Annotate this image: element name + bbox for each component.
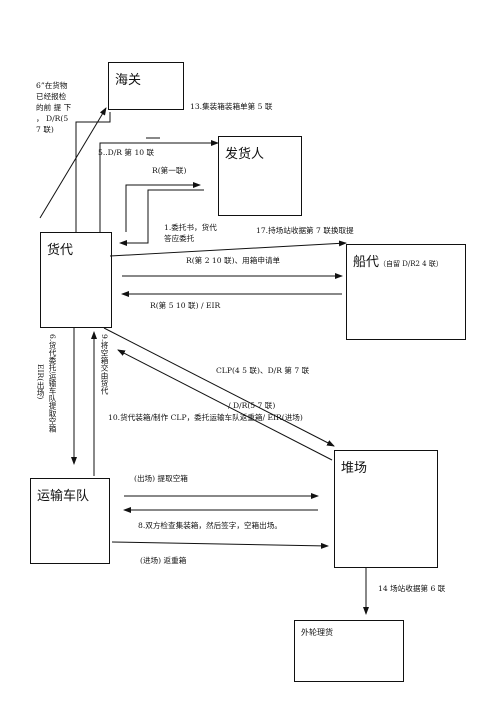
label-step10: 10.货代装箱/制作 CLP，委托运输车队返重箱/ EIR(进场) (108, 413, 303, 422)
label-return-full: (进场) 返重箱 (140, 556, 187, 565)
arrow-5 (99, 140, 219, 232)
consignor-title: 发货人 (225, 147, 265, 162)
label-note6: 6”在货物已经报检的前 提 下 ， D/R(5 7 联) (36, 81, 72, 134)
label-step14: 14 场站收据第 6 联 (378, 584, 446, 593)
foreign-tally-title: 外轮理货 (301, 628, 333, 637)
label-dr57: / D/R(5 7 联) (228, 401, 276, 410)
label-step6: 6.货代委托运输车队提取空箱 (48, 334, 57, 433)
yard-node: 堆场 (334, 450, 438, 568)
label-r5-10: R(第 5 10 联) / EIR (150, 301, 221, 310)
label-pickup-empty: (出场) 提取空箱 (134, 474, 188, 483)
foreign-tally-node: 外轮理货 (294, 620, 404, 682)
label-step8: 8.双方检查集装箱，然后签字，空箱出场。 (138, 521, 282, 530)
arrow-17 (109, 240, 347, 257)
arrow-note6 (39, 107, 107, 219)
shipping-agent-note: （自留 D/R2 4 联） (379, 260, 443, 268)
label-clp: CLP(4 5 联)、D/R 第 7 联 (216, 366, 310, 375)
label-step5: 5..D/R 第 10 联 (98, 148, 155, 157)
shipping-agent-name: 船代 (353, 255, 380, 270)
arrow-1 (119, 189, 204, 246)
shipping-agent-node: 船代（自留 D/R2 4 联） (346, 244, 466, 340)
arrow-return (111, 541, 329, 549)
arrow-clp (103, 327, 335, 447)
arrow-dr57 (117, 349, 333, 461)
label-step17: 17.持场站收据第 7 联换取提 (256, 226, 354, 235)
label-step13: 13.集装箱装箱单第 5 联 (190, 102, 273, 111)
yard-title: 堆场 (341, 461, 368, 476)
arrow-r-first (125, 182, 201, 232)
label-r-first: R(第一联) (152, 166, 187, 175)
consignor-node: 发货人 (218, 136, 302, 216)
customs-node: 海关 (108, 62, 184, 110)
forwarder-title: 货代 (47, 243, 74, 258)
trucking-node: 运输车队 (30, 478, 110, 564)
forwarder-node: 货代 (40, 232, 112, 328)
customs-title: 海关 (115, 73, 142, 88)
label-eir-out: EIR(出场) (36, 364, 45, 400)
arrow-13 (75, 112, 111, 232)
label-step9: 9.将空箱交由货代 (100, 334, 109, 395)
shipping-agent-title: 船代（自留 D/R2 4 联） (353, 251, 443, 270)
trucking-title: 运输车队 (37, 489, 90, 504)
label-step1: 1.委托书，货代答应委托 (164, 223, 217, 243)
label-r2-10: R(第 2 10 联)、用箱申请单 (186, 256, 281, 265)
